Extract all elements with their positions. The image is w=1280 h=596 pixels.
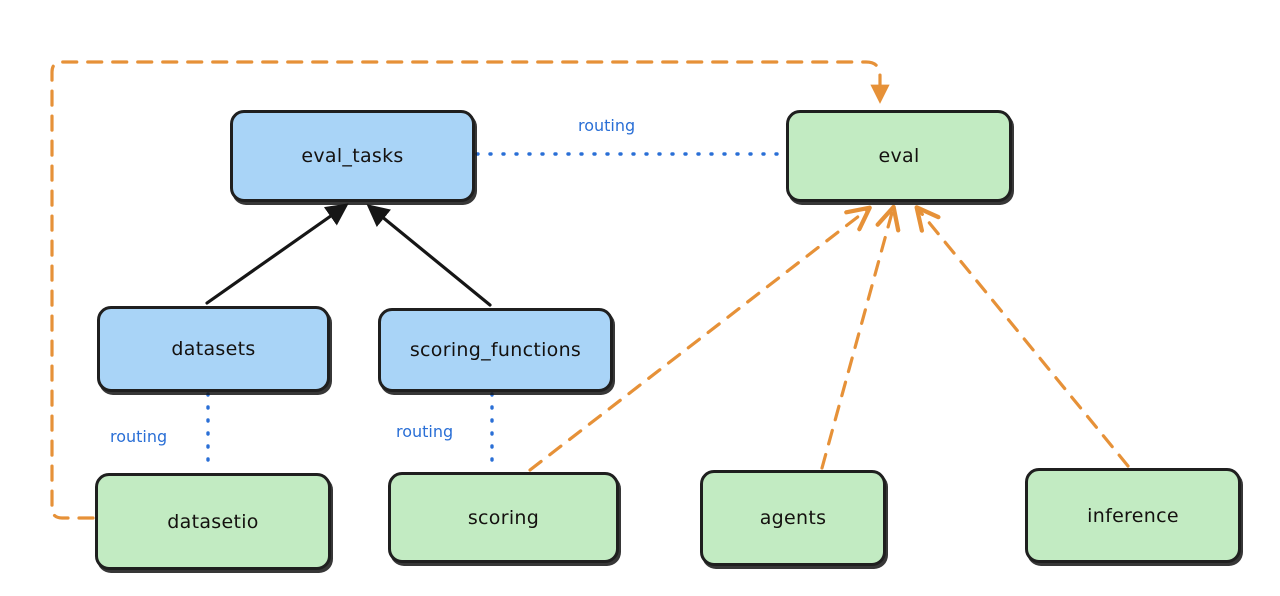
edge-datasets-to-eval-tasks <box>205 203 349 305</box>
node-label-scoring: scoring <box>467 506 540 529</box>
node-label-datasets: datasets <box>171 338 256 360</box>
edge-agents-to-eval <box>820 204 901 470</box>
edge-datasetio-to-eval <box>50 60 890 520</box>
edge-scoring-to-eval <box>528 205 872 472</box>
node-label-agents: agents <box>759 507 827 529</box>
node-scoring-functions[interactable]: scoring_functions <box>378 308 613 392</box>
node-label-scoring-functions: scoring_functions <box>409 339 582 361</box>
node-datasetio[interactable]: datasetio <box>95 473 331 570</box>
node-eval[interactable]: eval <box>786 110 1012 202</box>
edge-inference-to-eval <box>914 205 1130 468</box>
node-label-eval: eval <box>878 145 920 167</box>
node-eval-tasks[interactable]: eval_tasks <box>230 110 475 202</box>
node-label-datasetio: datasetio <box>167 510 259 533</box>
node-label-eval-tasks: eval_tasks <box>301 145 404 167</box>
node-scoring[interactable]: scoring <box>388 472 619 563</box>
node-agents[interactable]: agents <box>700 470 886 566</box>
node-label-inference: inference <box>1087 504 1179 527</box>
node-inference[interactable]: inference <box>1025 468 1241 563</box>
edge-scoring-functions-to-eval-tasks <box>366 204 492 307</box>
node-datasets[interactable]: datasets <box>97 306 330 392</box>
